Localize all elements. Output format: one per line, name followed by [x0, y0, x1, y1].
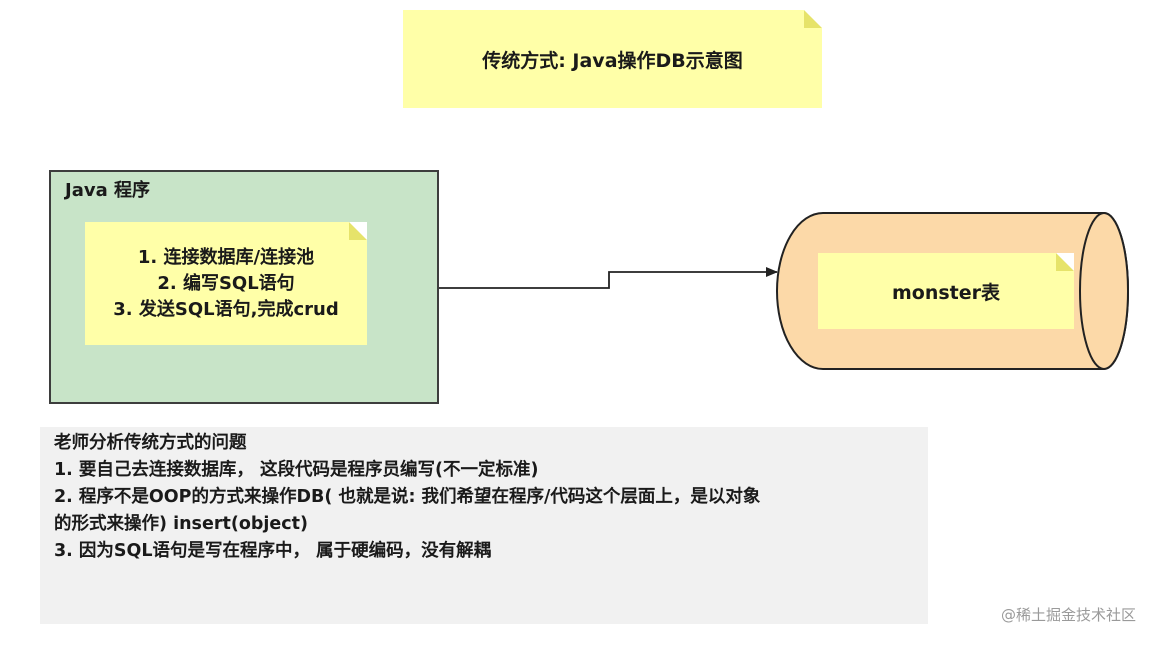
connector-arrow [439, 267, 778, 289]
steps-note: 1. 连接数据库/连接池 2. 编写SQL语句 3. 发送SQL语句,完成cru… [85, 222, 367, 345]
analysis-heading: 老师分析传统方式的问题 [54, 433, 247, 453]
monster-table-label: monster表 [891, 281, 1001, 304]
analysis-line: 1. 要自己去连接数据库， 这段代码是程序员编写(不一定标准) [54, 460, 539, 480]
cylinder-end-cap [1079, 212, 1129, 370]
analysis-line: 3. 因为SQL语句是写在程序中， 属于硬编码，没有解耦 [54, 541, 492, 561]
step-connect: 1. 连接数据库/连接池 [137, 246, 315, 268]
title-note: 传统方式: Java操作DB示意图 [403, 10, 822, 108]
analysis-line: 2. 程序不是OOP的方式来操作DB( 也就是说: 我们希望在程序/代码这个层面… [54, 487, 761, 507]
step-send-sql: 3. 发送SQL语句,完成crud [113, 298, 339, 320]
java-program-label: Java 程序 [65, 180, 150, 201]
diagram-title: 传统方式: Java操作DB示意图 [482, 49, 743, 72]
step-write-sql: 2. 编写SQL语句 [157, 272, 295, 294]
analysis-panel: 老师分析传统方式的问题 1. 要自己去连接数据库， 这段代码是程序员编写(不一定… [40, 427, 928, 624]
monster-table-note: monster表 [818, 253, 1074, 329]
watermark: @稀土掘金技术社区 [1000, 606, 1136, 624]
analysis-line: 的形式来操作) insert(object) [54, 514, 308, 534]
